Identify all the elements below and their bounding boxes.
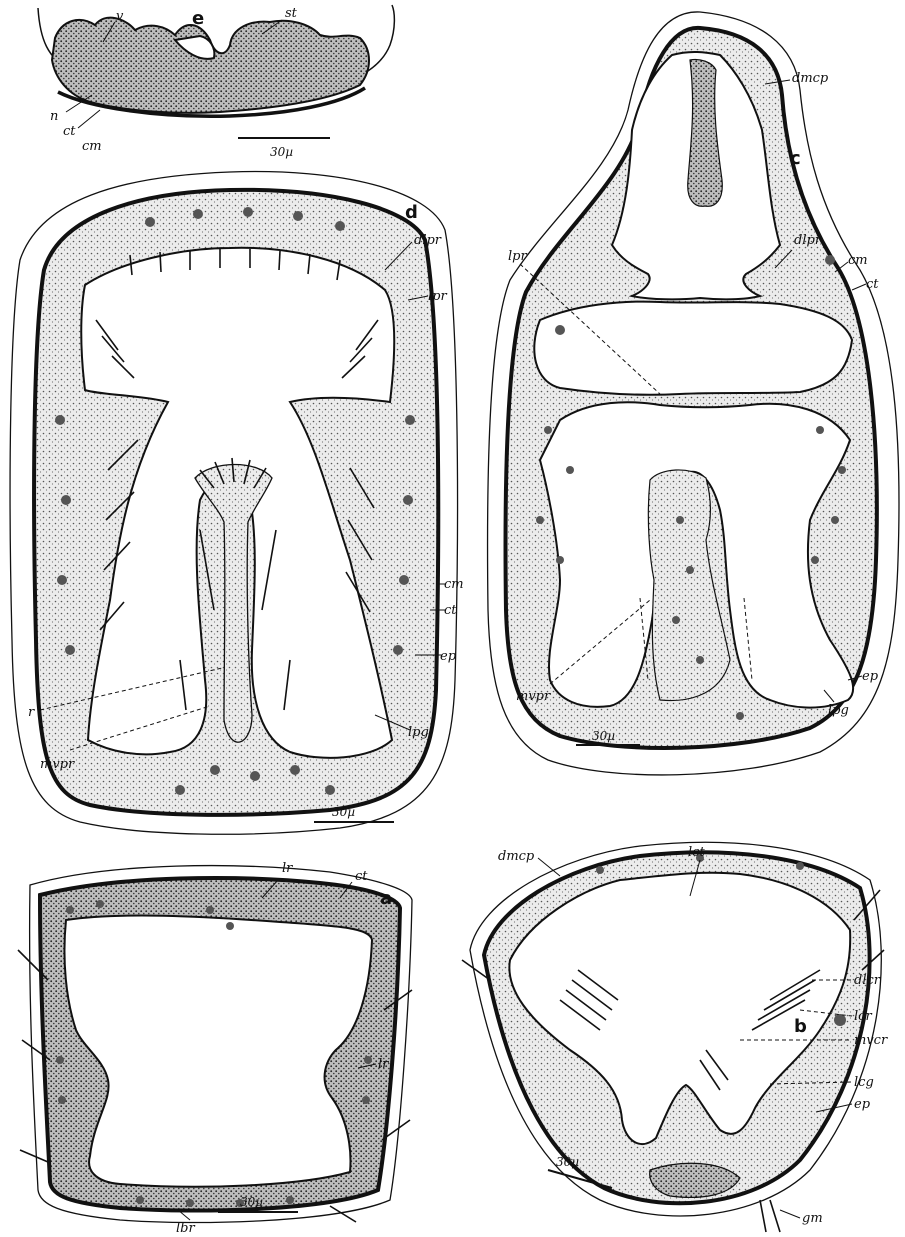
label-lpr: lpr <box>428 289 447 304</box>
panel-c: c dmcp dlpr cm ct lpr ep lpg mvpr 30µ <box>488 12 899 775</box>
label-mvpr: mvpr <box>40 757 75 772</box>
panel-b-letter: b <box>794 1016 807 1037</box>
panel-e: e v st n ct cm 30µ <box>38 5 394 159</box>
label-gm: gm <box>802 1211 823 1226</box>
panel-a-scale-label: 30µ <box>240 1195 263 1209</box>
label-ct: ct <box>355 869 368 884</box>
panel-e-letter: e <box>192 8 204 29</box>
panel-d-scale-label: 30µ <box>332 805 355 819</box>
label-cm: cm <box>82 139 102 154</box>
label-cm: cm <box>444 577 464 592</box>
label-ep: ep <box>440 649 457 664</box>
label-lr-top: lr <box>282 861 293 876</box>
label-ct: ct <box>866 277 879 292</box>
label-dlcr: dlcr <box>854 973 881 988</box>
panel-e-tissue <box>52 18 369 113</box>
label-st: st <box>285 6 298 21</box>
label-lpg: lpg <box>828 703 849 718</box>
panel-e-scale-label: 30µ <box>270 145 293 159</box>
panel-c-leader-ct <box>852 284 866 290</box>
label-lbr: lbr <box>176 1221 195 1236</box>
panel-b-scale-label: 30µ <box>556 1155 579 1169</box>
panel-b: b dmcp lct dlcr lcr mvcr lcg ep gm 30µ <box>462 842 888 1232</box>
label-mvcr: mvcr <box>854 1033 888 1048</box>
panel-d: d dlpr lpr cm ct ep lpg r mvpr 30µ <box>10 172 464 835</box>
label-lcr: lcr <box>854 1009 872 1024</box>
label-dlpr: dlpr <box>794 233 822 248</box>
label-ct: ct <box>444 603 457 618</box>
label-dlpr: dlpr <box>414 233 442 248</box>
label-ep: ep <box>862 669 879 684</box>
label-ct: ct <box>63 124 76 139</box>
panel-a: a lr ct lr lbr 30µ <box>18 861 412 1236</box>
panel-c-scale-label: 30µ <box>592 729 615 743</box>
label-n: n <box>50 109 58 124</box>
panel-a-lumen <box>64 916 372 1187</box>
label-dmcp: dmcp <box>498 849 535 864</box>
label-lr-side: lr <box>378 1057 389 1072</box>
label-lct: lct <box>688 845 705 860</box>
label-dmcp: dmcp <box>792 71 829 86</box>
label-lpr: lpr <box>508 249 527 264</box>
panel-b-leader-dmcp <box>538 858 560 876</box>
panel-c-middle-lumen <box>534 302 852 395</box>
label-ep: ep <box>854 1097 871 1112</box>
label-v: v <box>116 9 124 24</box>
label-cm: cm <box>848 253 868 268</box>
label-mvpr: mvpr <box>516 689 551 704</box>
panel-a-letter: a <box>380 888 392 909</box>
label-lpg: lpg <box>408 725 429 740</box>
panel-e-leader-ct <box>78 110 100 128</box>
panel-d-letter: d <box>405 202 418 223</box>
panel-b-leader-gm <box>780 1210 800 1218</box>
label-lcg: lcg <box>854 1075 874 1090</box>
label-r: r <box>28 705 35 720</box>
panel-c-letter: c <box>790 148 801 169</box>
